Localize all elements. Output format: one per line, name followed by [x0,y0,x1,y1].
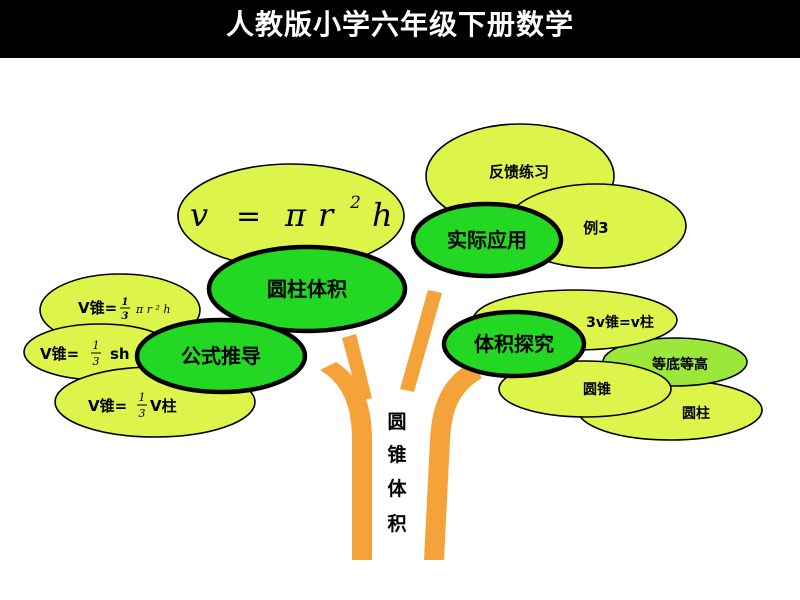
branch-left-up [342,334,372,401]
l2-prefix: V锥= [40,345,79,363]
leaf-equal-base-height-label: 等底等高 [652,356,708,373]
node-application [410,201,564,279]
trunk-label: 圆 锥 体 积 [387,411,407,535]
l1-denominator: 3 [122,311,129,322]
trunk-char-1: 圆 [387,411,406,433]
trunk-char-4: 积 [387,513,406,535]
formula-exponent: 2 [349,193,361,213]
node-formula-derivation-label: 公式推导 [181,344,261,368]
node-cylinder-volume-label: 圆柱体积 [267,277,347,301]
formula-eq: = [236,199,261,234]
branch-right-up [400,290,442,392]
trunk-char-3: 体 [387,477,407,500]
leaf-relation-label: 3v锥=v柱 [586,314,654,331]
formula-pi: π [284,196,307,234]
formula-volume: v = π r 2 h [190,193,393,234]
l3-prefix: V锥= [88,397,127,415]
node-cylinder-volume [206,244,408,334]
leaf-cylinder-label: 圆柱 [682,405,710,422]
trunk-right [424,362,482,560]
trunk-left [320,362,372,560]
l1-prefix: V锥= [78,299,117,317]
page-title: 人教版小学六年级下册数学 [225,8,574,41]
l3-numerator: 1 [139,391,146,404]
formula-r: r [318,196,335,234]
leaf-cone-label: 圆锥 [583,381,611,398]
leaf-vcone-pi-formula: V锥= 1 3 π r ² h [78,297,170,322]
leaf-vcone-vcyl-formula: V锥= 1 3 V柱 [88,391,177,420]
leaf-example3-label: 例3 [583,219,608,237]
l1-numerator: 1 [122,297,129,308]
l3-rest: V柱 [150,397,177,415]
l1-rest: π r ² h [135,303,170,316]
l2-numerator: 1 [93,339,100,352]
node-application-label: 实际应用 [447,228,527,252]
trunk-char-2: 锥 [387,443,406,466]
tree-trunk [320,290,482,560]
leaf-feedback-label: 反馈练习 [489,163,549,181]
formula-h: h [372,196,393,234]
l2-denominator: 3 [93,355,100,368]
formula-v: v [190,196,208,234]
node-volume-explore [441,309,587,379]
node-volume-explore-label: 体积探究 [474,332,554,356]
node-formula-derivation [134,317,308,395]
l3-denominator: 3 [139,407,146,420]
title-bar [0,0,800,58]
l2-rest: sh [110,345,130,363]
leaf-vcone-sh-formula: V锥= 1 3 sh [40,339,130,368]
